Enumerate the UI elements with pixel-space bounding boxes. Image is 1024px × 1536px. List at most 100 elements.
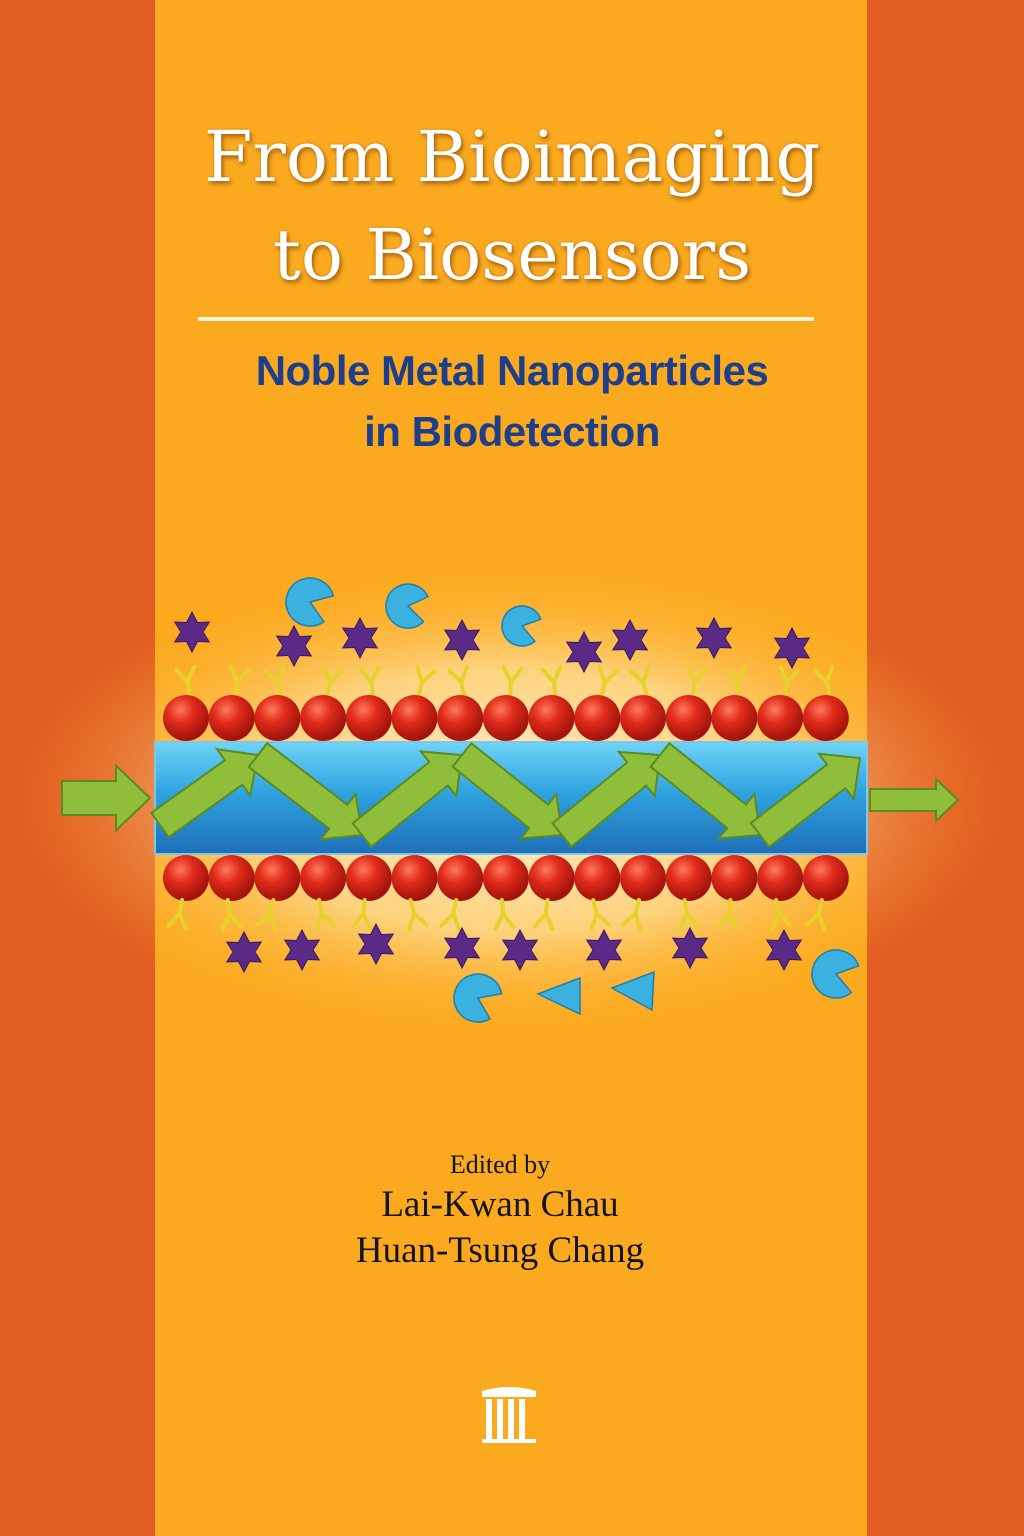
edited-by-label: Edited by	[449, 1150, 551, 1179]
y-antibody-icon	[228, 665, 251, 698]
y-antibody-icon	[804, 898, 827, 932]
y-antibody-icon	[255, 898, 278, 932]
star-molecule-icon	[611, 618, 649, 662]
star-molecule-icon	[341, 616, 379, 660]
y-antibody-icon	[629, 664, 651, 698]
star-molecule-icon	[585, 928, 623, 972]
red-nanoparticle-icon	[437, 855, 484, 901]
star-molecule-icon	[443, 926, 481, 970]
bottom-nanoparticles	[163, 855, 849, 901]
waveguide-arrow-icon	[451, 741, 564, 840]
star-molecule-icon	[695, 616, 733, 660]
red-nanoparticle-icon	[711, 855, 758, 901]
red-nanoparticle-icon	[300, 695, 347, 741]
red-nanoparticle-icon	[391, 855, 438, 901]
red-nanoparticle-icon	[391, 695, 438, 741]
star-molecule-icon	[173, 610, 211, 654]
red-nanoparticle-icon	[254, 695, 301, 741]
y-antibody-icon	[220, 898, 243, 931]
pacman-molecule-icon	[811, 949, 860, 999]
red-nanoparticle-icon	[482, 695, 529, 741]
y-antibody-icon	[812, 664, 835, 698]
y-antibody-icon	[778, 664, 801, 698]
red-nanoparticle-icon	[757, 855, 804, 901]
red-nanoparticle-icon	[528, 695, 575, 741]
y-antibody-icon	[174, 664, 197, 698]
pacman-molecule-icon	[453, 973, 503, 1023]
red-nanoparticle-icon	[620, 695, 666, 741]
pacman-molecule-icon	[385, 583, 429, 629]
triangle-molecule-icon	[610, 970, 655, 1012]
title-divider	[198, 317, 814, 321]
red-nanoparticle-icon	[574, 695, 621, 741]
waveguide-arrow-icon	[749, 752, 862, 849]
y-antibody-icon	[415, 664, 437, 698]
star-molecule-icon	[501, 928, 539, 972]
red-nanoparticle-icon	[208, 855, 255, 901]
y-antibody-icon	[589, 898, 611, 932]
red-nanoparticle-icon	[711, 695, 758, 741]
red-nanoparticle-icon	[208, 695, 255, 741]
y-antibody-icon	[358, 665, 381, 698]
y-antibody-icon	[166, 898, 189, 932]
y-antibody-icon	[716, 898, 739, 931]
y-antibody-icon	[322, 664, 344, 698]
y-antibody-icon	[686, 664, 708, 698]
red-nanoparticle-icon	[620, 855, 666, 901]
waveguide-arrow-icon	[61, 763, 152, 833]
red-nanoparticle-icon	[665, 695, 712, 741]
editor-name-2: Huan-Tsung Chang	[355, 1230, 645, 1271]
red-nanoparticle-icon	[574, 855, 621, 901]
top-antibodies	[174, 664, 835, 698]
title-line-1: From Bioimaging	[203, 116, 821, 198]
red-nanoparticle-icon	[665, 855, 712, 901]
waveguide-arrow-icon	[351, 750, 464, 849]
star-molecule-icon	[565, 630, 603, 674]
y-antibody-icon	[724, 665, 747, 698]
red-nanoparticle-icon	[163, 855, 209, 901]
y-antibody-icon	[407, 898, 429, 932]
y-antibody-icon	[314, 898, 336, 932]
y-antibody-icon	[597, 664, 619, 698]
y-antibody-icon	[439, 898, 462, 932]
analyte-molecules	[173, 577, 811, 674]
editor-name-1: Lai-Kwan Chau	[381, 1184, 619, 1225]
y-antibody-icon	[678, 898, 700, 932]
subtitle-line-1: Noble Metal Nanoparticles	[255, 347, 769, 394]
red-nanoparticle-icon	[802, 695, 849, 741]
y-antibody-icon	[770, 898, 793, 932]
y-antibody-icon	[350, 898, 373, 931]
waveguide-arrow-icon	[149, 747, 260, 839]
y-antibody-icon	[501, 665, 524, 698]
y-antibody-icon	[532, 898, 555, 931]
red-nanoparticle-icon	[300, 855, 347, 901]
editors-block: Edited by Lai-Kwan Chau Huan-Tsung Chang	[250, 1148, 750, 1274]
star-molecule-icon	[671, 926, 709, 970]
star-molecule-icon	[773, 626, 811, 670]
bottom-analytes	[225, 922, 860, 1023]
waveguide-arrow-icon	[247, 741, 364, 841]
waveguide-arrow-icon	[869, 776, 960, 824]
star-molecule-icon	[765, 928, 803, 972]
top-nanoparticles	[163, 695, 849, 741]
book-title: From Bioimaging to Biosensors	[70, 108, 954, 304]
triangle-molecule-icon	[536, 976, 581, 1016]
subtitle-line-2: in Biodetection	[364, 408, 660, 455]
pillar-logo-icon	[482, 1387, 536, 1443]
y-antibody-icon	[493, 898, 516, 931]
waveguide-arrow-icon	[649, 741, 762, 840]
waveguide-arrow-icon	[551, 750, 662, 849]
bottom-antibodies	[166, 898, 827, 932]
star-molecule-icon	[275, 624, 313, 668]
star-molecule-icon	[283, 928, 321, 972]
y-antibody-icon	[263, 664, 286, 698]
red-nanoparticle-icon	[802, 855, 849, 901]
red-nanoparticle-icon	[482, 855, 529, 901]
red-nanoparticle-icon	[345, 695, 392, 741]
pacman-molecule-icon	[501, 605, 542, 647]
red-nanoparticle-icon	[345, 855, 392, 901]
y-antibody-icon	[540, 665, 563, 698]
red-nanoparticle-icon	[163, 695, 209, 741]
book-subtitle: Noble Metal Nanoparticles in Biodetectio…	[100, 340, 924, 462]
